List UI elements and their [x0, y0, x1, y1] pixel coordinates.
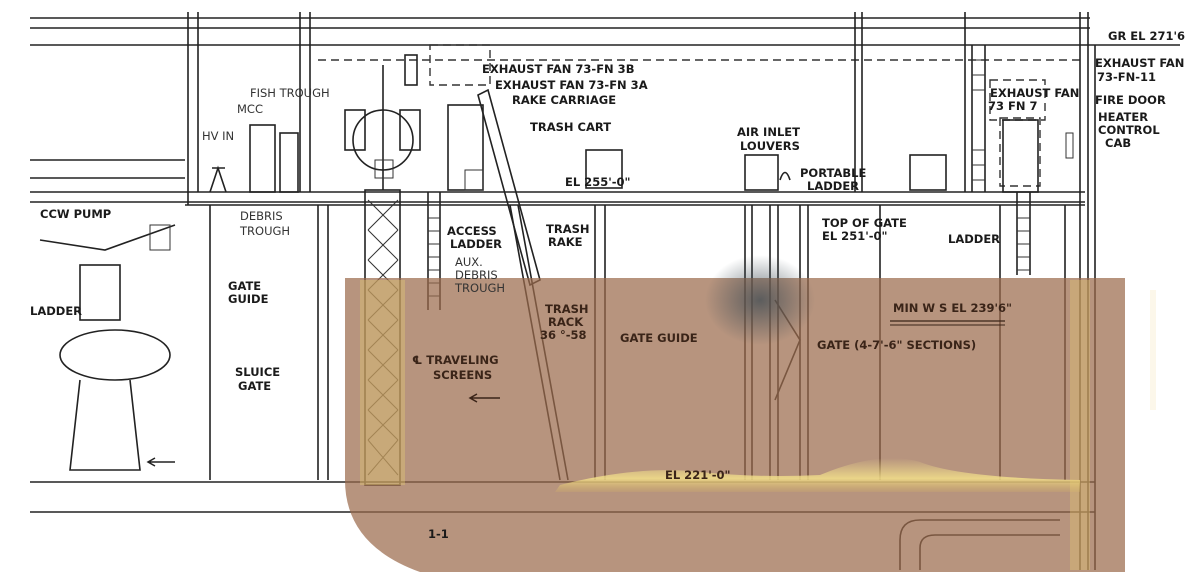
label-traveling-screens-2: SCREENS	[433, 368, 492, 382]
label-traveling-screens-1: ℄ TRAVELING	[412, 353, 499, 367]
label-min-ws-el: MIN W S EL 239'6"	[893, 301, 1012, 315]
mcc-cabinet	[249, 124, 276, 193]
label-mcc: MCC	[237, 102, 263, 116]
label-gate-guide: GATE GUIDE	[620, 331, 698, 345]
label-gate-guide-left-1: GATE	[228, 279, 261, 293]
label-exhaust-fan-7-2: 73 FN 7	[988, 99, 1038, 113]
label-portable-ladder-1: PORTABLE	[800, 166, 866, 180]
label-trash-rack-1: TRASH	[545, 302, 589, 316]
label-heater-1: HEATER	[1098, 110, 1148, 124]
label-top-of-gate-2: EL 251'-0"	[822, 229, 887, 243]
label-ladder-left: LADDER	[30, 304, 82, 318]
label-air-inlet-2: LOUVERS	[740, 139, 800, 153]
label-ladder-right: LADDER	[948, 232, 1000, 246]
portable-ladder	[779, 171, 791, 181]
label-gate-sections: GATE (4-7'-6" SECTIONS)	[817, 338, 976, 352]
label-air-inlet-1: AIR INLET	[737, 125, 800, 139]
label-exhaust-fan-3a: EXHAUST FAN 73-FN 3A	[495, 78, 648, 92]
flow-arrow-icon	[146, 457, 175, 467]
sonar-overlay	[345, 255, 1156, 572]
label-trash-rack-2: RACK	[548, 315, 584, 329]
label-sluice-gate-1: SLUICE	[235, 365, 280, 379]
label-el-221: EL 221'-0"	[665, 468, 730, 482]
label-trash-rake-1: TRASH	[546, 222, 590, 236]
label-debris-trough-1: DEBRIS	[240, 209, 283, 223]
label-access-ladder-1: ACCESS	[447, 224, 497, 238]
label-heater-3: CAB	[1105, 136, 1131, 150]
label-gate-guide-left-2: GUIDE	[228, 292, 269, 306]
label-sluice-gate-2: GATE	[238, 379, 271, 393]
drawing-labels: FISH TROUGH MCC HV IN CCW PUMP DEBRIS TR…	[30, 29, 1185, 541]
air-inlet-louver-left	[585, 149, 623, 189]
heater-control-cab	[1065, 132, 1074, 159]
label-trash-cart: TRASH CART	[530, 120, 611, 134]
label-trash-rack-3: 36 °-58	[540, 328, 587, 342]
flow-arrow-icon	[468, 393, 500, 403]
label-fish-trough: FISH TROUGH	[250, 86, 330, 100]
label-ccw-pump: CCW PUMP	[40, 207, 111, 221]
label-fire-door: FIRE DOOR	[1095, 93, 1166, 107]
label-aux-debris-1: AUX.	[455, 255, 483, 269]
label-top-of-gate-1: TOP OF GATE	[822, 216, 907, 230]
label-rake-carriage: RAKE CARRIAGE	[512, 93, 616, 107]
label-exhaust-fan-11-2: 73-FN-11	[1097, 70, 1156, 84]
trash-cart	[464, 169, 484, 191]
label-hv-in: HV IN	[202, 129, 234, 143]
ccw-pump-motor	[79, 264, 121, 321]
label-trash-rake-2: RAKE	[548, 235, 583, 249]
label-debris-trough-2: TROUGH	[239, 224, 290, 238]
label-section-mark: 1-1	[428, 527, 449, 541]
label-access-ladder-2: LADDER	[450, 237, 502, 251]
label-aux-debris-2: DEBRIS	[455, 268, 498, 282]
label-portable-ladder-2: LADDER	[807, 179, 859, 193]
air-inlet-louver-right	[909, 154, 947, 191]
fire-door	[1002, 119, 1039, 193]
label-heater-2: CONTROL	[1098, 123, 1160, 137]
label-exhaust-fan-3b: EXHAUST FAN 73-FN 3B	[482, 62, 634, 76]
label-gr-el: GR EL 271'6"	[1108, 29, 1185, 43]
label-exhaust-fan-7-1: EXHAUST FAN	[990, 86, 1079, 100]
ccw-pump-body	[59, 329, 171, 381]
ladder-right	[971, 45, 1031, 275]
label-el-255: EL 255'-0"	[565, 175, 630, 189]
label-exhaust-fan-11-1: EXHAUST FAN	[1095, 56, 1184, 70]
label-aux-debris-3: TROUGH	[454, 281, 505, 295]
